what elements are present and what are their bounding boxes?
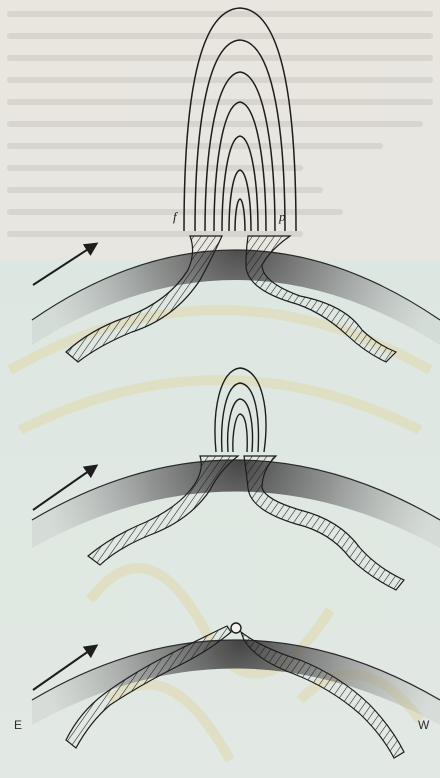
footpoint-label-f: f [173,209,177,225]
footpoint-label-p: p [279,209,286,225]
west-label: W [418,718,429,732]
east-label: E [14,718,22,732]
loop-remnant-3 [231,623,241,633]
